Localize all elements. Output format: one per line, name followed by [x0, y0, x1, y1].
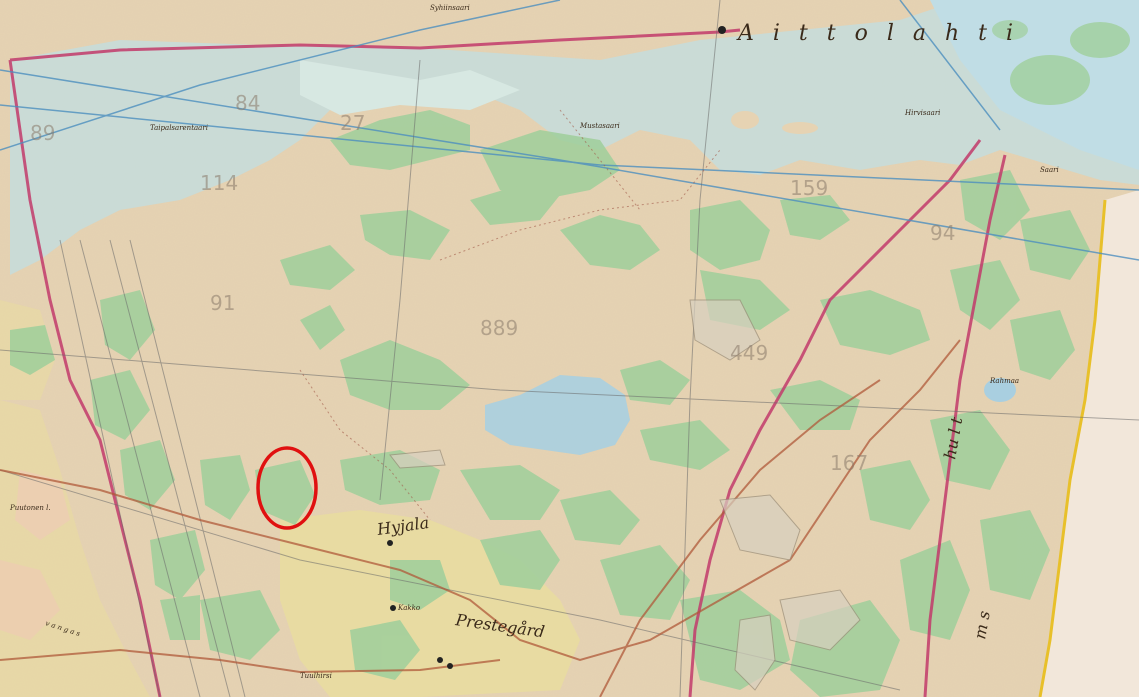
label-tuulhirsi: Tuulhirsi	[300, 672, 332, 680]
svg-text:27: 27	[340, 111, 365, 135]
label-aittolahti: A i t t o l a h t i	[736, 21, 1019, 46]
label-ms: m s	[970, 609, 994, 640]
pencil-annotations: 89 84 114 27 159 94 91 889 449 167	[30, 91, 955, 475]
label-rahmaa: Rahmaa	[989, 377, 1019, 385]
forest-patches	[10, 110, 1090, 697]
svg-text:159: 159	[790, 176, 828, 200]
lake-center	[485, 375, 630, 455]
label-taipalsaari: Taipalsarentaari	[150, 124, 208, 132]
svg-text:449: 449	[730, 341, 768, 365]
svg-text:94: 94	[930, 221, 955, 245]
settlement-markers	[387, 26, 726, 669]
label-puutonen: Puutonen l.	[9, 504, 51, 512]
svg-text:84: 84	[235, 91, 260, 115]
svg-text:114: 114	[200, 171, 238, 195]
svg-text:167: 167	[830, 451, 868, 475]
svg-text:91: 91	[210, 291, 235, 315]
svg-text:889: 889	[480, 316, 518, 340]
svg-text:89: 89	[30, 121, 55, 145]
map-edge-margin	[1040, 190, 1139, 697]
label-mustasaari: Mustasaari	[579, 122, 620, 130]
label-kakko: Kakko	[397, 604, 420, 612]
survey-lines	[0, 0, 1139, 261]
label-syhiinsaari: Syhiinsaari	[430, 4, 470, 12]
label-hirvisaari: Hirvisaari	[904, 109, 940, 117]
lake-rahmaa	[984, 378, 1016, 402]
parish-boundaries	[8, 28, 1007, 697]
label-saari-right: Saari	[1040, 166, 1059, 174]
highlight-circle	[256, 446, 318, 530]
